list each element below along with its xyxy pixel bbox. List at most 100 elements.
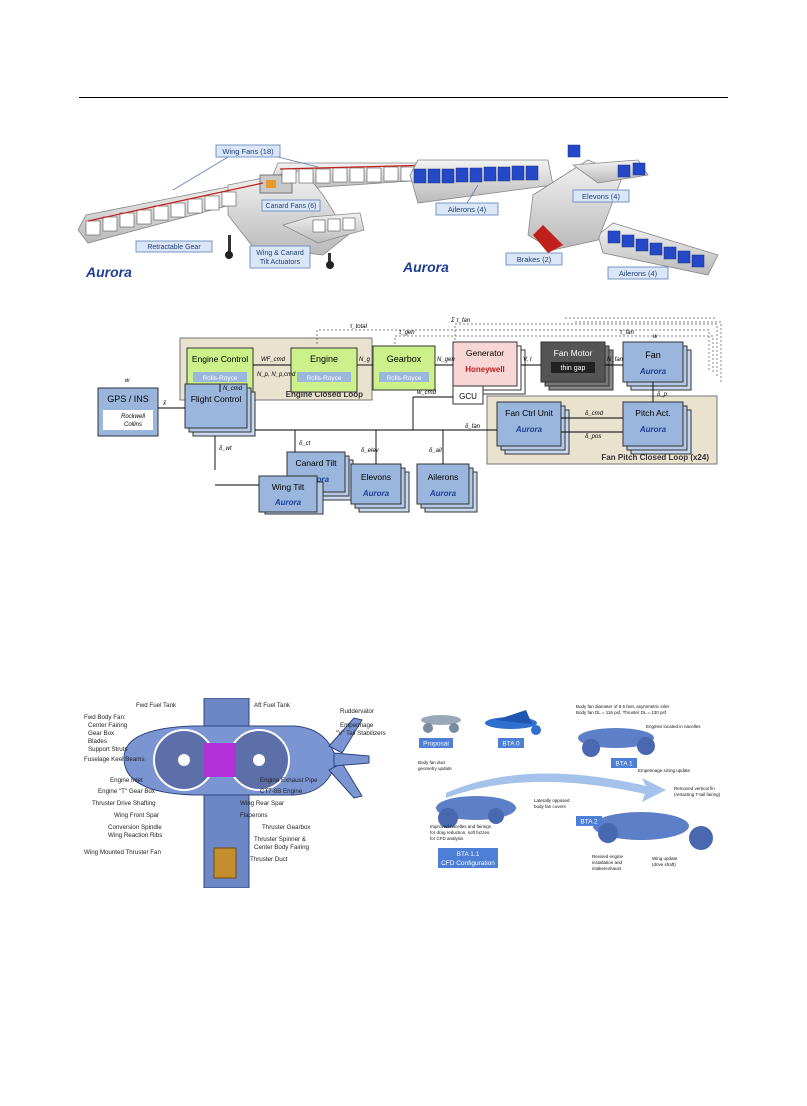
svg-text:N_fan: N_fan xyxy=(607,357,624,363)
label-wing-front-spar: Wing Front Spar xyxy=(114,812,159,819)
svg-text:BTA 1: BTA 1 xyxy=(615,761,633,768)
svg-text:Aurora: Aurora xyxy=(274,498,302,507)
note-body-fan-1: Body fan duct xyxy=(418,760,446,765)
label-t-gear-box: Engine "T" Gear Box xyxy=(98,788,156,795)
label-tilt-actuators-1: Wing & Canard xyxy=(256,250,304,257)
label-aft-fuel: Aft Fuel Tank xyxy=(254,702,291,709)
label-fwd-fan-1: Fwd Body Fan: xyxy=(84,714,126,721)
svg-text:Fan Ctrl Unit: Fan Ctrl Unit xyxy=(505,408,553,418)
svg-text:δ_p: δ_p xyxy=(657,392,668,398)
label-tilt-actuators-2: Tilt Actuators xyxy=(260,259,301,266)
label-flaperons: Flaperons xyxy=(240,812,268,819)
label-engine-inlet: Engine Inlet xyxy=(110,777,143,784)
svg-text:Aurora: Aurora xyxy=(429,489,457,498)
aircraft-bta11: BTA 1.1 CFD Configuration xyxy=(436,796,516,868)
label-ct7: CT7-8B Engine xyxy=(260,788,303,795)
label-ailerons-top: Ailerons (4) xyxy=(448,205,487,214)
svg-text:Fan: Fan xyxy=(645,350,661,360)
label-support-struts: Support Struts xyxy=(88,746,128,753)
svg-text:Flight Control: Flight Control xyxy=(191,394,242,404)
svg-text:w: w xyxy=(653,334,658,340)
note-improved-1: Improved nacelles and fairings xyxy=(430,824,492,829)
aircraft-proposal: Proposal xyxy=(419,715,461,748)
svg-text:Rockwell: Rockwell xyxy=(121,414,146,420)
header-rule xyxy=(79,97,728,98)
aircraft-bta1: BTA 1 xyxy=(578,728,655,768)
note-top-2: Body fan DL = 116 psf, Thruster DL = 130… xyxy=(576,710,667,715)
label-gear-box: Gear Box xyxy=(88,730,115,737)
svg-text:N_g: N_g xyxy=(359,357,371,363)
label-wing-thruster: Wing Mounted Thruster Fan xyxy=(84,849,161,856)
svg-text:δ_fan: δ_fan xyxy=(465,424,481,430)
label-brakes: Brakes (2) xyxy=(517,255,552,264)
note-engine-2: installation and xyxy=(592,860,623,865)
svg-text:Collins: Collins xyxy=(124,422,142,428)
block-gps-ins: GPS / INS Rockwell Collins xyxy=(97,387,159,437)
sig-tau-gen: τ_gen xyxy=(399,330,415,336)
note-engine-1: Revised engine xyxy=(592,854,624,859)
label-empennage-2: "V" Tail Stabilizers xyxy=(336,730,386,737)
svg-text:Engine: Engine xyxy=(310,354,338,364)
svg-text:Gearbox: Gearbox xyxy=(387,354,422,364)
note-empennage: Empennage sizing update xyxy=(638,768,691,773)
svg-text:Aurora: Aurora xyxy=(639,425,667,434)
note-improved-3: for CFD analysis xyxy=(430,836,464,841)
svg-text:Pitch Act.: Pitch Act. xyxy=(635,408,670,418)
label-ruddervator: Ruddervator xyxy=(340,708,374,715)
figure-cutaway: Fwd Fuel Tank Fwd Body Fan: Center Fairi… xyxy=(84,698,389,888)
svg-text:GPS / INS: GPS / INS xyxy=(107,394,149,404)
note-engine-3: intake/exhaust xyxy=(592,866,622,871)
svg-text:V, I: V, I xyxy=(523,357,532,363)
svg-text:Proposal: Proposal xyxy=(423,741,449,748)
svg-text:Wing Tilt: Wing Tilt xyxy=(272,482,305,492)
svg-text:Elevons: Elevons xyxy=(361,472,391,482)
svg-text:Aurora: Aurora xyxy=(639,367,667,376)
svg-text:δ_wt: δ_wt xyxy=(219,446,232,452)
svg-text:CFD Configuration: CFD Configuration xyxy=(441,860,495,867)
label-empennage-1: Empennage xyxy=(340,722,374,729)
label-keel-beams: Fuselage Keel Beams xyxy=(84,756,145,763)
block-fan-motor: Fan Motor thin gap xyxy=(540,341,614,391)
figure-control-block-diagram: Engine Closed Loop Fan Pitch Closed Loop… xyxy=(95,310,725,515)
label-ailerons-bottom: Ailerons (4) xyxy=(619,269,658,278)
svg-text:Aurora: Aurora xyxy=(362,489,390,498)
svg-text:Engine Control: Engine Control xyxy=(192,354,248,364)
label-wing-fans: Wing Fans (18) xyxy=(222,147,274,156)
note-lateral-2: body fan covers xyxy=(534,804,567,809)
label-exhaust: Engine Exhaust Pipe xyxy=(260,777,318,784)
svg-text:Rolls-Royce: Rolls-Royce xyxy=(306,375,341,382)
note-top-1: Body fan diameter of 8.5 feet, asymmetri… xyxy=(576,704,670,709)
svg-text:w_cmd: w_cmd xyxy=(417,390,437,396)
svg-text:δ_ail: δ_ail xyxy=(429,448,442,454)
label-retractable-gear: Retractable Gear xyxy=(147,244,201,251)
sig-sum-tau: Σ τ_fan xyxy=(450,318,471,324)
svg-text:Canard Tilt: Canard Tilt xyxy=(295,458,337,468)
note-engines: Engines located in nacelles xyxy=(646,724,701,729)
svg-text:Rolls-Royce: Rolls-Royce xyxy=(386,375,421,382)
svg-text:BTA 2: BTA 2 xyxy=(580,819,598,826)
block-engine: Engine Rolls-Royce xyxy=(290,347,358,393)
note-wing-2: (drive shaft) xyxy=(652,862,676,867)
block-ailerons: Ailerons Aurora xyxy=(416,463,478,513)
block-wing-tilt: Wing Tilt Aurora xyxy=(258,475,324,515)
aurora-logo-right: Aurora xyxy=(402,259,449,275)
svg-text:Generator: Generator xyxy=(466,348,504,358)
svg-text:δ_elev: δ_elev xyxy=(361,448,380,454)
svg-text:Aurora: Aurora xyxy=(515,425,543,434)
aurora-logo-left: Aurora xyxy=(85,264,132,280)
note-improved-2: for drag reduction, soft fuzzes xyxy=(430,830,490,835)
figure-config-evolution: Proposal BTA 0 BTA 1 BTA 1.1 CFD Configu… xyxy=(416,698,726,883)
engine-block xyxy=(204,743,236,777)
svg-text:N_p, N_p,cmd: N_p, N_p,cmd xyxy=(257,372,296,378)
block-generator: Generator Honeywell xyxy=(452,341,526,395)
label-elevons: Elevons (4) xyxy=(582,192,620,201)
svg-text:N_cmd: N_cmd xyxy=(223,386,243,392)
label-fwd-fuel: Fwd Fuel Tank xyxy=(136,702,177,709)
label-blades: Blades xyxy=(88,738,107,745)
block-fan: Fan Aurora xyxy=(622,341,692,391)
label-thruster-drive: Thruster Drive Shafting xyxy=(92,800,156,807)
label-canard-fans: Canard Fans (6) xyxy=(266,203,317,210)
svg-text:Honeywell: Honeywell xyxy=(465,365,505,374)
block-pitch-act: Pitch Act. Aurora xyxy=(622,401,692,455)
svg-text:thin gap: thin gap xyxy=(561,365,586,372)
